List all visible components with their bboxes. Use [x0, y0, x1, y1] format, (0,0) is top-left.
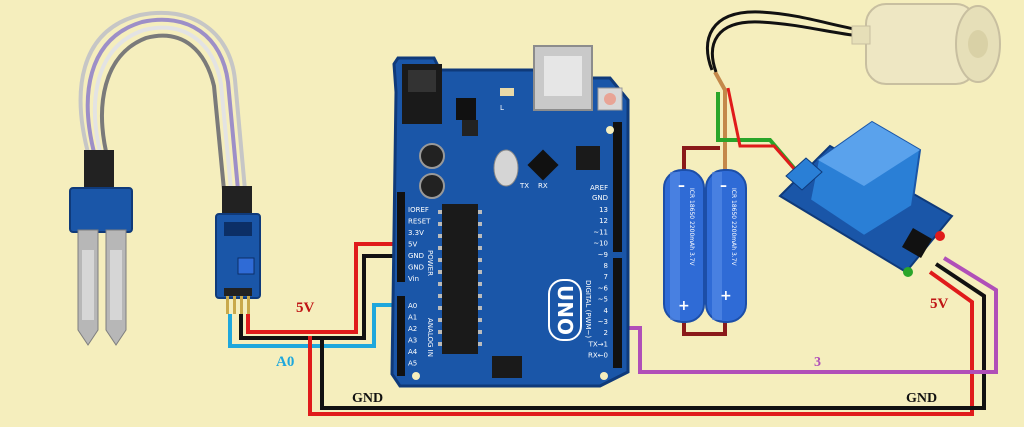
power-pin-label-5: GND: [408, 264, 424, 272]
digital-pin-label-7: ~6: [598, 284, 609, 292]
power-header-labels: IOREF RESET 3.3V 5V GND GND Vin: [408, 206, 431, 283]
led-tx-label: TX: [519, 182, 529, 190]
battery-2-plus: +: [720, 288, 732, 304]
battery-1-label: ICR 18650 2200mAh 3.7V: [688, 188, 695, 267]
power-pin-label-4: GND: [408, 252, 424, 260]
wires: [228, 10, 998, 416]
relay-module-icon: [778, 120, 954, 277]
led-l-label: L: [500, 104, 504, 112]
digital-pin-label-10: ~3: [598, 318, 608, 326]
relay-vcc-label: 5V: [930, 296, 949, 312]
battery-icon: ICR 18650 2200mAh 3.7V + – ICR 18650 220…: [663, 169, 747, 323]
digital-pin-label-12: TX→1: [588, 340, 608, 348]
power-title: POWER: [426, 250, 434, 276]
digital-pin-label-9: 4: [604, 307, 609, 315]
digital-pin-label-11: 2: [604, 329, 608, 337]
battery-1-minus: –: [678, 178, 685, 194]
battery-2-label: ICR 18650 2200mAh 3.7V: [730, 188, 737, 267]
board-name: UNO: [553, 285, 577, 335]
analog-title: ANALOG IN: [426, 318, 434, 357]
arduino-board-icon: UNO IOREF RESET 3.3V 5V GND GND Vin A0A1A2A3A4…: [390, 45, 630, 388]
digital-pin-label-0: 13: [599, 206, 608, 214]
analog-pin-label-1: A1: [408, 314, 417, 322]
sensor-module-icon: [215, 186, 261, 314]
relay-signal-label: 3: [814, 355, 821, 370]
water-pump-icon: [851, 3, 1001, 85]
led-rx-label: RX: [538, 182, 548, 190]
digital-header-labels: 13 12 ~11 ~10 ~9 8 7 ~6 ~5 4 ~3 2TX→1RX←0: [588, 206, 609, 360]
soil-probe-icon: [69, 10, 247, 346]
power-pin-label-0: IOREF: [408, 206, 429, 214]
power-pin-label-6: Vin: [408, 275, 419, 283]
power-pin-label-1: RESET: [408, 218, 431, 226]
battery-1-plus: +: [678, 298, 690, 314]
digital-pin-label-6: 7: [604, 273, 608, 281]
ground-right-label: GND: [906, 391, 937, 406]
aref-label: AREF: [590, 184, 608, 192]
digital-pin-label-1: 12: [599, 217, 608, 225]
analog-pin-label-5: A5: [408, 360, 417, 368]
power-pin-label-3: 5V: [408, 241, 417, 249]
digital-pin-label-8: ~5: [598, 296, 608, 304]
analog-pin-label-2: A2: [408, 325, 417, 333]
ground-left-label: GND: [352, 391, 383, 406]
digital-pin-label-13: RX←0: [588, 352, 608, 360]
power-pin-label-2: 3.3V: [408, 229, 424, 237]
digital-pin-label-3: ~10: [593, 240, 608, 248]
digital-pin-label-4: ~9: [598, 251, 608, 259]
sensor-signal-label: A0: [276, 354, 294, 370]
digital-pin-label-5: 8: [604, 262, 608, 270]
digital-title: DIGITAL (PWM~): [584, 280, 592, 338]
analog-pin-label-4: A4: [408, 348, 418, 356]
analog-pin-label-3: A3: [408, 337, 417, 345]
sensor-vcc-label: 5V: [296, 300, 315, 316]
analog-pin-label-0: A0: [408, 302, 417, 310]
battery-2-minus: –: [720, 178, 727, 194]
gnd-top-label: GND: [592, 194, 608, 202]
digital-pin-label-2: ~11: [593, 228, 608, 236]
